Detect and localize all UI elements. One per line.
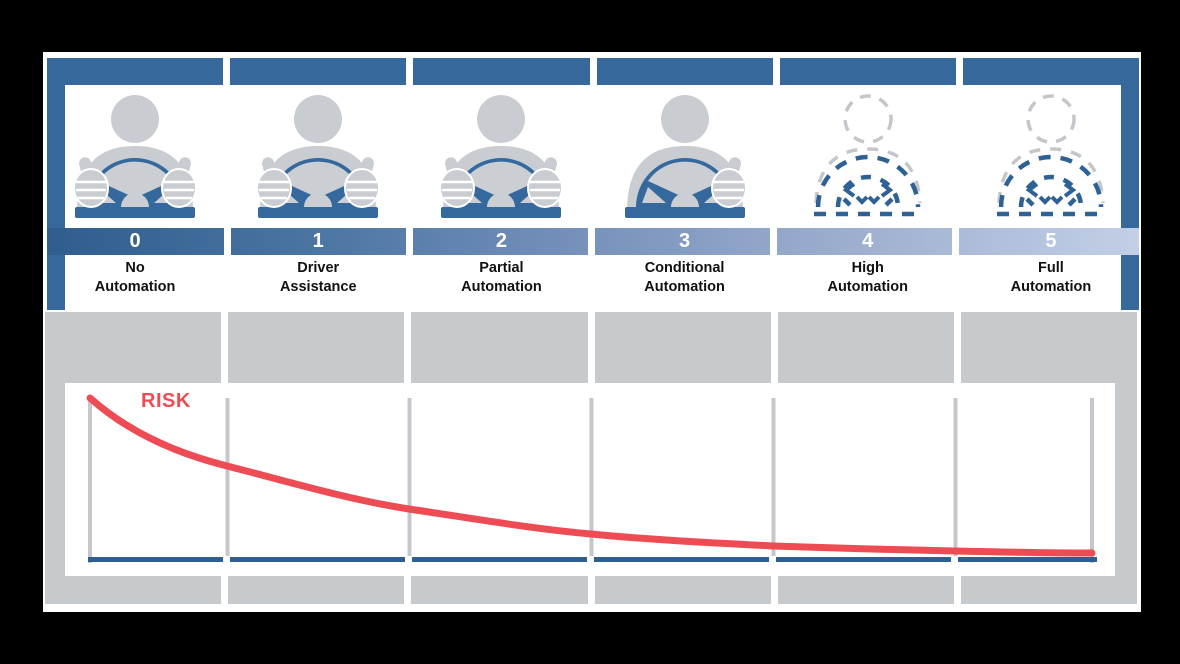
level-label: Full Automation — [963, 259, 1139, 297]
frame-top-bar-segment — [596, 58, 773, 85]
level-number: 4 — [862, 230, 874, 252]
risk-label: RISK — [141, 390, 191, 412]
level-label: No Automation — [47, 259, 223, 297]
level-number: 5 — [1045, 230, 1057, 252]
frame-top-bar-segment — [962, 58, 1139, 85]
level-label-line1: Conditional — [644, 260, 725, 276]
chart-left-axis — [88, 398, 92, 563]
level-number: 1 — [312, 230, 324, 252]
level-labels-row: No Automation Driver Assistance Partial … — [47, 259, 1139, 297]
level-number: 3 — [679, 230, 691, 252]
chart-divider — [225, 398, 230, 556]
driver-one-hand-on-wheel-icon — [619, 85, 751, 225]
level-label-line2: Assistance — [279, 279, 357, 295]
level-1-cell — [230, 85, 406, 228]
level-icons-row — [47, 85, 1139, 228]
frame-top-bar-segment — [779, 58, 956, 85]
level-number-band — [47, 228, 1139, 255]
level-label-line2: Automation — [827, 279, 909, 295]
level-label: High Automation — [780, 259, 956, 297]
chart-right-axis — [1090, 398, 1094, 563]
frame-top-bar-segment — [230, 58, 407, 85]
level-label-line2: Automation — [644, 279, 725, 295]
chart-divider — [407, 398, 412, 556]
level-label-line1: Full — [1038, 260, 1064, 276]
chart-divider — [953, 398, 958, 556]
driver-hands-on-wheel-icon — [435, 85, 567, 225]
chart-baseline — [88, 557, 1097, 562]
driver-hands-on-wheel-icon — [252, 85, 384, 225]
automated-dashed-driver-icon — [802, 85, 934, 225]
band-divider — [769, 228, 777, 255]
band-divider — [405, 228, 413, 255]
frame-top-bars — [47, 58, 1139, 85]
chart-divider — [771, 398, 776, 556]
infographic-canvas: 0 1 2 3 4 5 No Automation Driver Assista… — [43, 52, 1141, 612]
band-divider — [223, 228, 231, 255]
level-numbers-row: 0 1 2 3 4 5 — [47, 228, 1139, 255]
level-label: Partial Automation — [413, 259, 589, 297]
level-label-line1: No — [125, 260, 145, 276]
band-divider — [587, 228, 595, 255]
level-4-cell — [780, 85, 956, 228]
automated-dashed-driver-icon — [985, 85, 1117, 225]
driver-hands-on-wheel-icon — [69, 85, 201, 225]
level-label-line1: Driver — [297, 260, 340, 276]
level-label: Driver Assistance — [230, 259, 406, 297]
risk-curve — [86, 394, 1096, 557]
level-5-cell — [963, 85, 1139, 228]
level-label: Conditional Automation — [597, 259, 773, 297]
level-label-line2: Automation — [461, 279, 542, 295]
level-0-cell — [47, 85, 223, 228]
level-label-line1: Partial — [479, 260, 524, 276]
chart-divider — [589, 398, 594, 556]
band-divider — [951, 228, 959, 255]
level-2-cell — [413, 85, 589, 228]
level-label-line2: Automation — [94, 279, 176, 295]
risk-chart-panel: RISK — [65, 383, 1115, 576]
frame-top-bar-segment — [413, 58, 590, 85]
level-label-line1: High — [851, 260, 884, 276]
frame-top-bar-segment — [47, 58, 224, 85]
level-3-cell — [597, 85, 773, 228]
level-number: 2 — [495, 230, 507, 252]
level-number: 0 — [129, 230, 141, 252]
level-label-line2: Automation — [1010, 279, 1092, 295]
risk-curve-chart — [86, 394, 1097, 563]
